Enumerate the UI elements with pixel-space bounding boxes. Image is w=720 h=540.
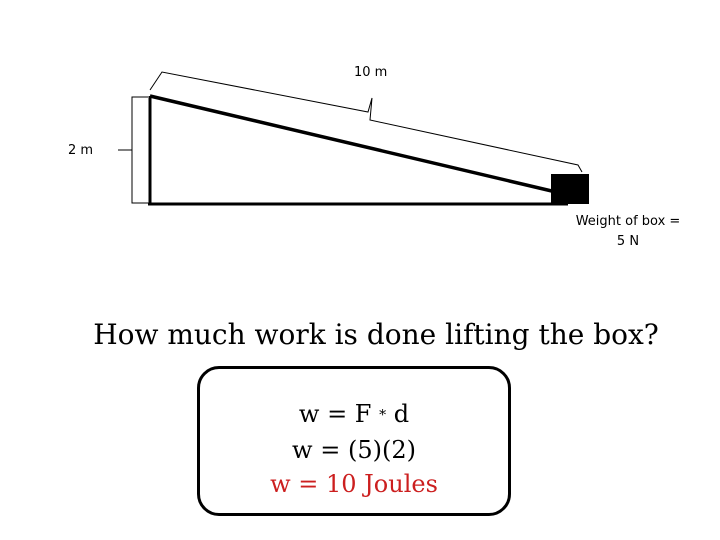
length-brace	[149, 71, 583, 173]
incline-diagram	[118, 71, 589, 206]
weight-label-line2: 5 N	[616, 234, 640, 249]
formula-operator: *	[379, 407, 387, 424]
height-label: 2 m	[68, 143, 94, 158]
length-label: 10 m	[354, 65, 388, 80]
weight-label-line1: Weight of box =	[575, 214, 681, 229]
formula-left: w = F	[298, 400, 372, 428]
answer-box: w = F * d w = (5)(2) w = 10 Joules	[197, 366, 511, 516]
result-line: w = 10 Joules	[270, 469, 438, 498]
formula-right: d	[393, 400, 410, 428]
height-bracket	[131, 96, 148, 204]
question-text: How much work is done lifting the box?	[93, 318, 659, 351]
box	[551, 174, 589, 204]
ramp-slope	[149, 94, 557, 194]
weight-label: Weight of box = 5 N	[566, 212, 690, 252]
substitution-line: w = (5)(2)	[292, 435, 416, 464]
formula-line: w = F * d	[200, 397, 508, 433]
